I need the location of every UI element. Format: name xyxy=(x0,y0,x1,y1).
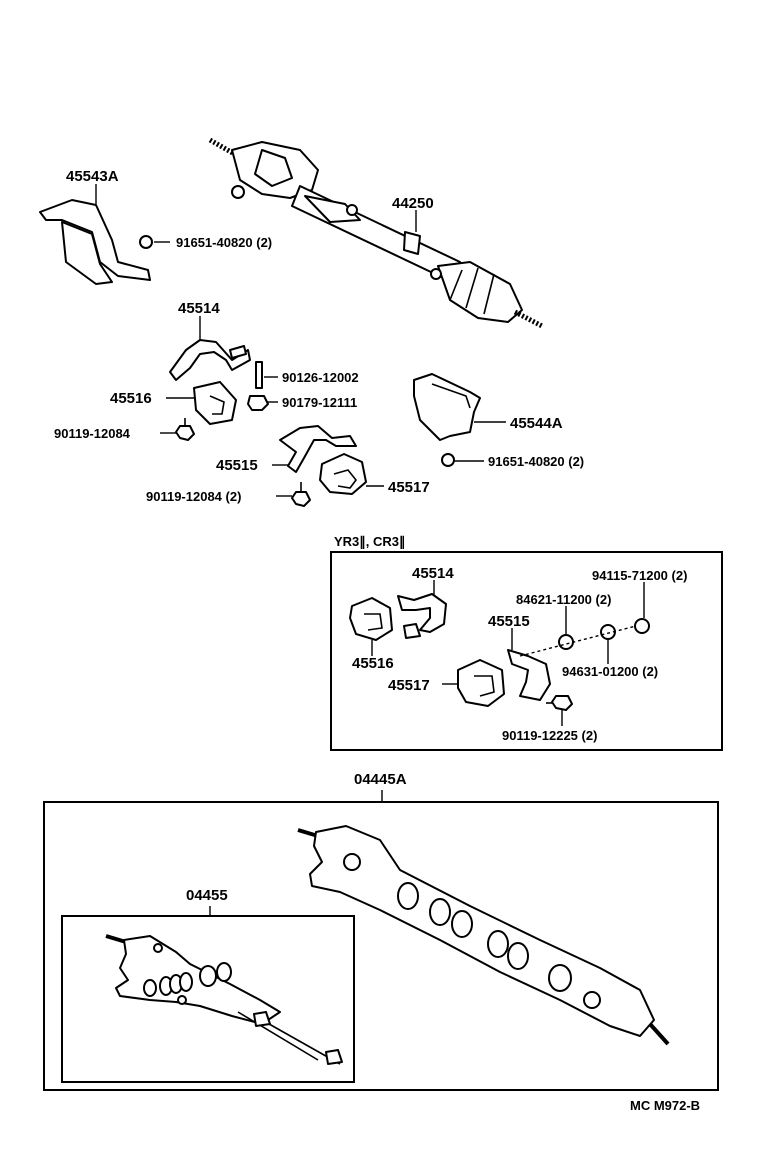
label-90119-b: 90119-12084 (2) xyxy=(146,489,241,504)
kit-box-04455 xyxy=(61,915,355,1083)
label-90126: 90126-12002 xyxy=(282,370,359,385)
label-45514: 45514 xyxy=(178,300,220,317)
variant-label-84621: 84621-11200 (2) xyxy=(516,592,611,607)
kit-inner-housing[interactable] xyxy=(105,934,343,1065)
variant-bushing-45516[interactable] xyxy=(349,597,393,641)
variant-bracket-45515[interactable] xyxy=(507,649,551,701)
label-45516: 45516 xyxy=(110,390,152,407)
label-44250: 44250 xyxy=(392,195,434,212)
variant-box-title: YR3∥, CR3∥ xyxy=(334,534,406,550)
bushing-45516[interactable] xyxy=(193,381,237,425)
label-91651-bottom: 91651-40820 (2) xyxy=(488,454,584,469)
nut-90179[interactable] xyxy=(247,395,269,411)
steering-gear-assembly[interactable] xyxy=(208,137,544,329)
variant-fasteners[interactable] xyxy=(519,618,650,711)
kit-box-04445a xyxy=(43,801,719,1091)
bushing-45517[interactable] xyxy=(319,453,367,495)
variant-bushing-45517[interactable] xyxy=(457,659,505,707)
label-45543a: 45543A xyxy=(66,168,119,185)
variant-label-94115: 94115-71200 (2) xyxy=(592,568,687,583)
bracket-45515[interactable] xyxy=(279,425,357,473)
variant-label-90119: 90119-12225 (2) xyxy=(502,728,597,743)
kit-gear-housing[interactable] xyxy=(297,825,670,1046)
bolt-90119-b[interactable] xyxy=(291,482,311,507)
label-45515: 45515 xyxy=(216,457,258,474)
leader-lines-main xyxy=(95,184,506,497)
variant-label-45516: 45516 xyxy=(352,655,394,672)
kit-label-04455: 04455 xyxy=(186,887,228,904)
variant-box xyxy=(330,551,723,751)
bolt-90119-a[interactable] xyxy=(175,418,195,441)
variant-label-45515: 45515 xyxy=(488,613,530,630)
variant-bracket-45514[interactable] xyxy=(397,593,447,639)
bracket-45544a[interactable] xyxy=(413,373,481,467)
variant-label-94631: 94631-01200 (2) xyxy=(562,664,658,679)
label-90119-a: 90119-12084 xyxy=(54,426,131,441)
bolt-90126[interactable] xyxy=(255,361,263,389)
label-91651-top: 91651-40820 (2) xyxy=(176,235,272,250)
kit-label-04445a: 04445A xyxy=(354,771,407,788)
variant-label-45514: 45514 xyxy=(412,565,454,582)
bracket-45514[interactable] xyxy=(169,339,251,381)
label-45517: 45517 xyxy=(388,479,430,496)
label-90179: 90179-12111 xyxy=(282,395,357,410)
label-45544a: 45544A xyxy=(510,415,563,432)
leader-lines-variant xyxy=(371,580,645,726)
diagram-code: MC M972-B xyxy=(630,1098,700,1113)
bracket-45543a[interactable] xyxy=(39,199,153,285)
variant-label-45517: 45517 xyxy=(388,677,430,694)
